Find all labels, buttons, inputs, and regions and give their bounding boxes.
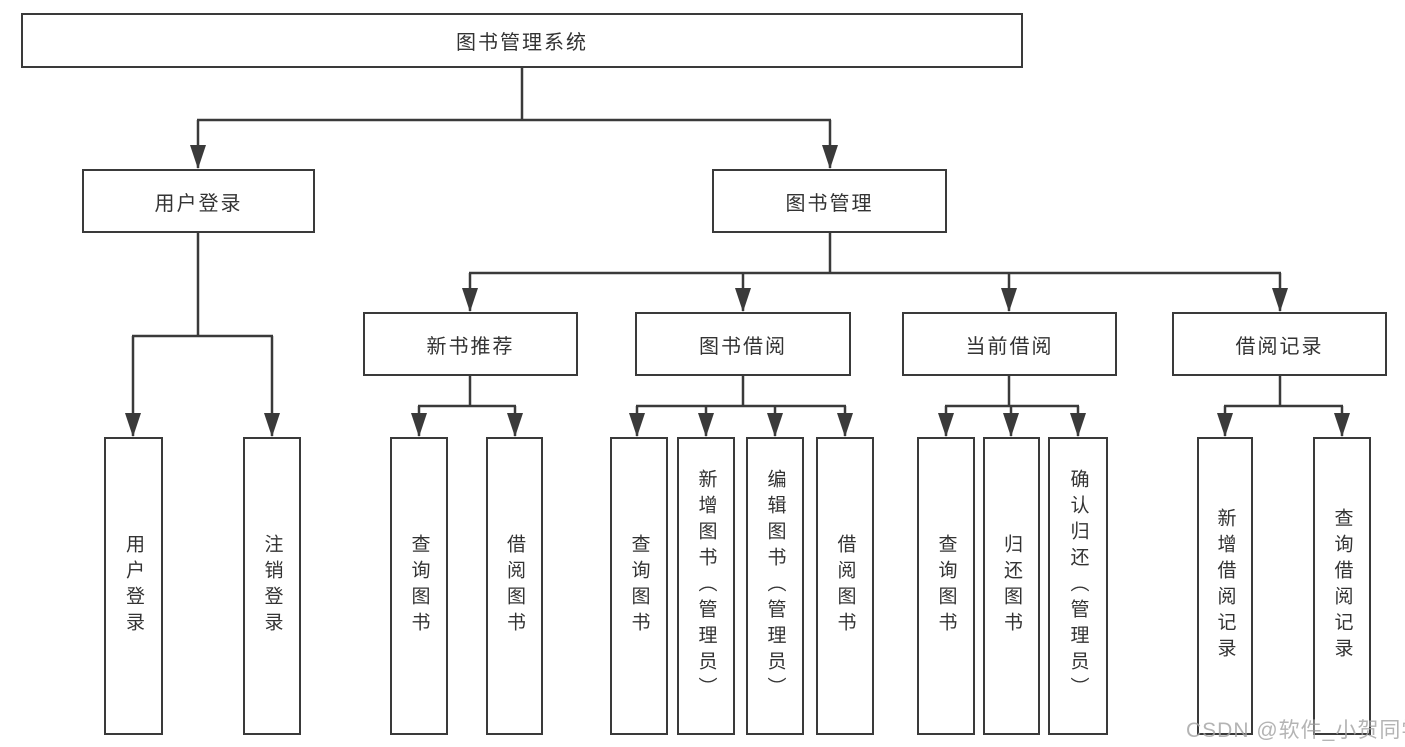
node-label: 查询图书 (628, 534, 650, 638)
node-current-borrowing: 当前借阅 (902, 312, 1117, 376)
node-new-book-recommend: 新书推荐 (363, 312, 578, 376)
leaf-query-borrow-record: 查询借阅记录 (1313, 437, 1371, 735)
leaf-borrow-book: 借阅图书 (816, 437, 874, 735)
node-label: 借阅记录 (1235, 335, 1324, 358)
leaf-return-book: 归还图书 (983, 437, 1040, 735)
node-label: 归还图书 (1001, 534, 1022, 638)
csdn-watermark: CSDN @软件_小贺同学 (1186, 719, 1405, 742)
node-label: 图书借阅 (699, 335, 787, 358)
node-label: 新增图书（管理员） (695, 469, 717, 703)
node-label: 图书管理 (785, 192, 874, 215)
node-label: 用户登录 (123, 534, 144, 638)
node-label: 用户登录 (154, 192, 243, 215)
leaf-logout: 注销登录 (243, 437, 301, 735)
leaf-edit-book-admin: 编辑图书（管理员） (746, 437, 804, 735)
node-library-management-system: 图书管理系统 (21, 13, 1023, 68)
node-label: 查询图书 (408, 534, 430, 638)
leaf-query-book-recommend: 查询图书 (390, 437, 448, 735)
node-book-borrowing: 图书借阅 (635, 312, 851, 376)
leaf-add-borrow-record: 新增借阅记录 (1197, 437, 1253, 735)
node-label: 查询借阅记录 (1331, 508, 1353, 664)
node-user-login: 用户登录 (82, 169, 315, 233)
node-label: 当前借阅 (965, 335, 1054, 358)
node-label: 借阅图书 (504, 534, 525, 638)
leaf-confirm-return-admin: 确认归还（管理员） (1048, 437, 1108, 735)
leaf-borrow-book-recommend: 借阅图书 (486, 437, 543, 735)
node-label: 新书推荐 (426, 335, 515, 358)
node-label: 借阅图书 (834, 534, 856, 638)
leaf-add-book-admin: 新增图书（管理员） (677, 437, 735, 735)
node-label: 注销登录 (261, 534, 283, 638)
leaf-user-login: 用户登录 (104, 437, 163, 735)
node-label: 新增借阅记录 (1214, 508, 1236, 664)
leaf-query-book-current: 查询图书 (917, 437, 975, 735)
node-label: 编辑图书（管理员） (764, 469, 786, 703)
leaf-query-book-borrowing: 查询图书 (610, 437, 668, 735)
node-label: 图书管理系统 (456, 32, 588, 54)
node-label: 查询图书 (935, 534, 957, 638)
node-borrow-records: 借阅记录 (1172, 312, 1387, 376)
node-label: 确认归还（管理员） (1067, 469, 1089, 703)
node-book-management: 图书管理 (712, 169, 947, 233)
